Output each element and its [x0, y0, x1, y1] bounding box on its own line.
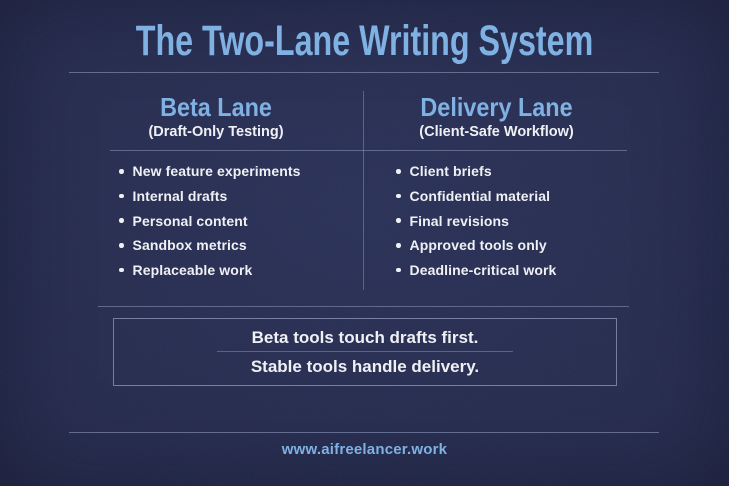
- list-item: Client briefs: [396, 159, 556, 184]
- title-divider: [69, 72, 659, 73]
- beta-lane-header: Beta Lane (Draft-Only Testing): [69, 92, 363, 142]
- list-item: Final revisions: [396, 208, 556, 233]
- beta-lane-title: Beta Lane: [160, 92, 272, 122]
- summary-box: Beta tools touch drafts first. Stable to…: [113, 318, 617, 386]
- beta-lane-list: New feature experiments Internal drafts …: [119, 159, 301, 282]
- list-item: Replaceable work: [119, 258, 301, 283]
- summary-inner-divider: [217, 351, 513, 352]
- list-item: Personal content: [119, 208, 301, 233]
- list-item: New feature experiments: [119, 159, 301, 184]
- list-item: Deadline-critical work: [396, 258, 557, 283]
- footer-divider: [69, 432, 659, 433]
- delivery-lane-header: Delivery Lane (Client-Safe Workflow): [363, 92, 630, 142]
- list-item: Confidential material: [396, 184, 556, 209]
- list-item: Sandbox metrics: [119, 233, 301, 258]
- page-title: The Two-Lane Writing System: [135, 17, 594, 65]
- summary-divider: [98, 306, 629, 307]
- summary-line-2: Stable tools handle delivery.: [250, 357, 480, 376]
- beta-lane-subtitle: (Draft-Only Testing): [148, 124, 284, 140]
- delivery-lane-list: Client briefs Confidential material Fina…: [396, 159, 557, 283]
- delivery-lane-subtitle: (Client-Safe Workflow): [419, 124, 574, 140]
- delivery-lane-title: Delivery Lane: [420, 92, 573, 122]
- list-item: Internal drafts: [119, 184, 301, 209]
- website-url: www.aifreelancer.work: [281, 441, 448, 458]
- list-item: Approved tools only: [396, 233, 556, 258]
- summary-line-1: Beta tools touch drafts first.: [251, 328, 479, 347]
- column-headers-divider: [110, 150, 627, 151]
